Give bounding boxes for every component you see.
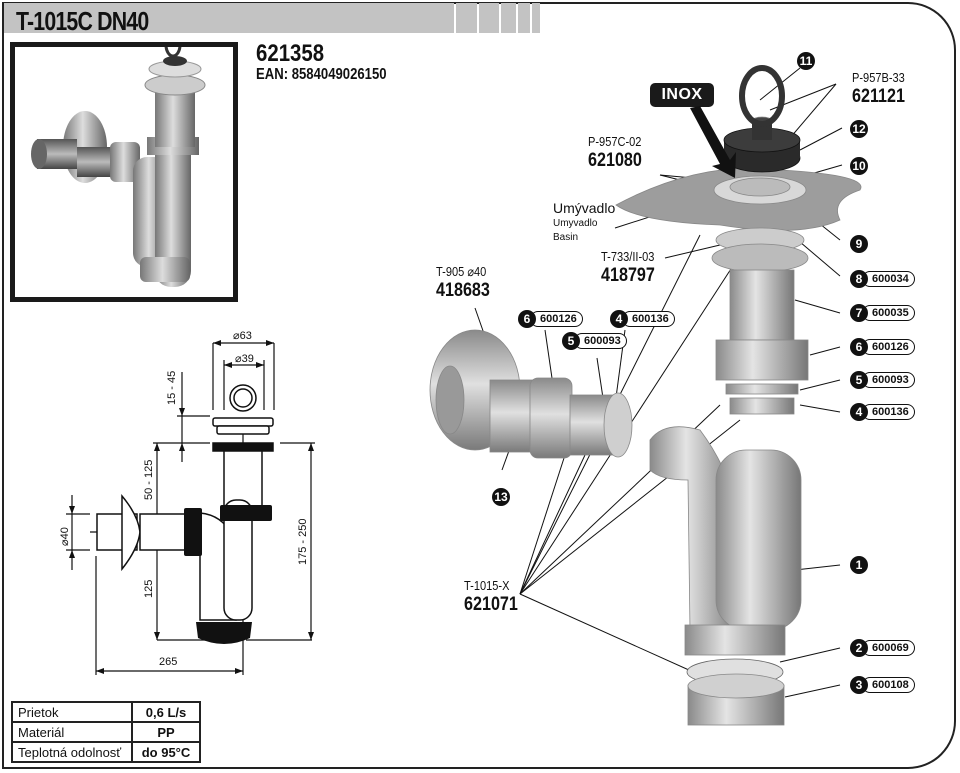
p957b-code: 621121 [852,86,906,107]
ean-code: EAN: 8584049026150 [256,66,387,83]
spec-label: Materiál [11,721,133,743]
spec-value: do 95°C [131,741,201,763]
dim-50-125: 50 - 125 [143,459,155,500]
part-number: 5 [562,332,580,350]
part-number: 13 [492,488,510,506]
part-badge: 1 [850,556,868,574]
basin-subtitle-en: Basin [553,232,579,243]
part-number: 2 [850,639,868,657]
title-bar-segment [532,3,540,33]
part-badge: 11 [797,52,815,70]
part-code: 600034 [862,271,915,287]
dim-125: 125 [143,579,155,598]
p957c-name: P-957C-02 [588,134,642,149]
title-bar-segment [518,3,530,33]
title-bar: T-1015C DN40 [4,3,454,36]
part-badge: 9 [850,235,868,253]
spec-label: Prietok [11,701,133,723]
dim-d40: ⌀40 [59,527,71,546]
title-bar-segment [479,3,499,33]
part-badge: 12 [850,120,868,138]
part-code: 600126 [862,339,915,355]
part-number: 4 [850,403,868,421]
title-bar-segment [456,3,477,33]
part-code: 600093 [574,333,627,349]
part-badge: 10 [850,157,868,175]
part-number: 5 [850,371,868,389]
part-code: 600136 [862,404,915,420]
siphon-thumbnail [31,47,206,287]
basin-title: Umývadlo [553,200,616,216]
part-number: 6 [518,310,536,328]
dim-265: 265 [159,656,178,668]
spec-label: Teplotná odolnosť [11,741,133,763]
part-number: 7 [850,304,868,322]
t1015x-code: 621071 [464,594,518,615]
part-number: 6 [850,338,868,356]
part-number: 10 [850,157,868,175]
dim-d63: ⌀63 [233,330,252,342]
part-number: 1 [850,556,868,574]
product-photo [10,42,238,302]
p957c-code: 621080 [588,150,642,171]
title-bar-segment [501,3,516,33]
spec-value: PP [131,721,201,743]
part-code: 600108 [862,677,915,693]
part-code: 600035 [862,305,915,321]
part-number: 9 [850,235,868,253]
part-code: 600093 [862,372,915,388]
part-number: 12 [850,120,868,138]
t905-code: 418683 [436,280,490,301]
part-number: 11 [797,52,815,70]
t905-name: T-905 ⌀40 [436,264,487,279]
part-code: 600069 [862,640,915,656]
basin-subtitle-cz: Umyvadlo [553,218,598,229]
product-title: T-1015C DN40 [16,6,149,36]
part-code: 600126 [530,311,583,327]
t733-name: T-733/II-03 [601,249,655,264]
part-number: 8 [850,270,868,288]
dim-15-45: 15 - 45 [166,370,178,405]
dim-175-250: 175 - 250 [297,518,309,565]
t733-code: 418797 [601,265,655,286]
product-code: 621358 [256,40,325,67]
part-number: 4 [610,310,628,328]
t1015x-name: T-1015-X [464,578,510,593]
part-badge: 13 [492,488,510,506]
part-code: 600136 [622,311,675,327]
p957b-name: P-957B-33 [852,70,905,85]
dim-d39: ⌀39 [235,353,254,365]
spec-value: 0,6 L/s [131,701,201,723]
part-number: 3 [850,676,868,694]
inox-badge: INOX [650,83,714,107]
